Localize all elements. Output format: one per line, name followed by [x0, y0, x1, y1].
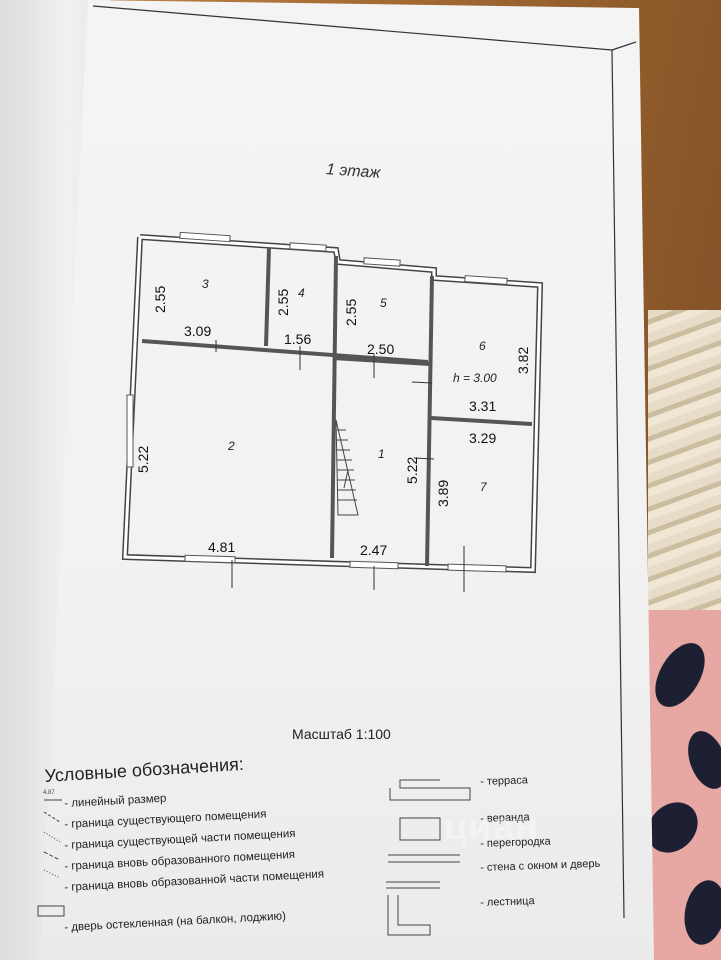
room-1-number: 1 [378, 447, 385, 461]
patterned-fabric-background [640, 610, 721, 960]
room-2-height-dim: 5.22 [135, 445, 151, 473]
interior-walls [141, 247, 533, 567]
wicker-basket-background [648, 310, 721, 640]
windows [126, 231, 508, 573]
room-7-width-dim: 3.29 [469, 430, 497, 446]
legend-item-terrace: - терраса [480, 774, 529, 788]
floor-title: 1 этаж [325, 161, 381, 182]
outer-walls-inner [123, 235, 542, 572]
staircase [335, 419, 359, 516]
legend-item-staircase: - лестница [480, 895, 535, 909]
legend-symbols-right [386, 779, 471, 936]
room-4-width-dim: 1.56 [284, 331, 312, 347]
room-4-number: 4 [298, 286, 305, 300]
cian-watermark-logo: циан [444, 806, 539, 848]
room-7-height-dim: 3.89 [435, 479, 451, 507]
room-5-height-dim: 2.55 [343, 298, 359, 326]
room-2-width-dim: 4.81 [208, 539, 236, 555]
room-1-height-dim: 5.22 [404, 456, 420, 484]
room-1-width-dim: 2.47 [360, 542, 388, 558]
scale-label: Масштаб 1:100 [292, 726, 391, 742]
room-5-number: 5 [380, 296, 387, 310]
room-4-height-dim: 2.55 [275, 288, 291, 316]
room-7-number: 7 [480, 480, 487, 494]
room-6-number: 6 [479, 339, 486, 353]
room-5-width-dim: 2.50 [367, 341, 395, 357]
legend-sample-dimension: 4.87 [43, 790, 55, 796]
page-frame [92, 5, 637, 919]
room-3-width-dim: 3.09 [184, 323, 212, 339]
room-2-number: 2 [228, 439, 235, 453]
room-6-width-dim: 3.31 [469, 398, 497, 414]
room-3-height-dim: 2.55 [152, 285, 168, 313]
room-3-number: 3 [202, 277, 209, 291]
legend-symbols-left [37, 799, 65, 917]
ceiling-height-label: h = 3.00 [453, 371, 497, 385]
window-ticks [215, 340, 465, 592]
room-6-height-dim: 3.82 [515, 346, 531, 374]
